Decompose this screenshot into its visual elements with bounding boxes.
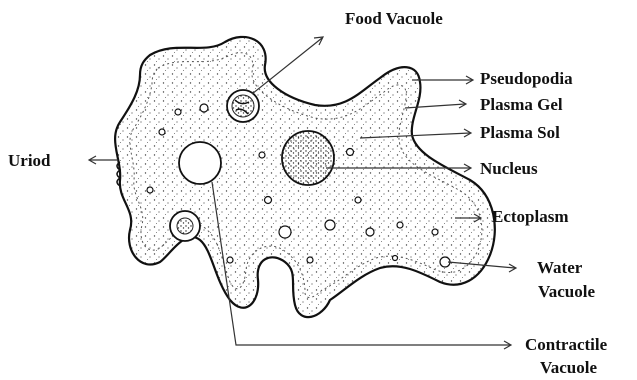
- label-food-vacuole: Food Vacuole: [345, 9, 443, 28]
- food-vacuole-secondary: [170, 211, 200, 241]
- label-contractile-vacuole-line1: Contractile: [525, 335, 608, 354]
- contractile-vacuole: [179, 142, 221, 184]
- label-ectoplasm: Ectoplasm: [492, 207, 569, 226]
- label-water-vacuole-line2: Vacuole: [538, 282, 595, 301]
- label-water-vacuole-line1: Water: [537, 258, 583, 277]
- nucleus: [282, 131, 334, 185]
- food-vacuole: [227, 90, 259, 122]
- label-uriod: Uriod: [8, 151, 51, 170]
- label-contractile-vacuole-line2: Vacuole: [540, 358, 597, 377]
- label-plasma-sol: Plasma Sol: [480, 123, 560, 142]
- label-plasma-gel: Plasma Gel: [480, 95, 563, 114]
- label-nucleus: Nucleus: [480, 159, 538, 178]
- label-pseudopodia: Pseudopodia: [480, 69, 573, 88]
